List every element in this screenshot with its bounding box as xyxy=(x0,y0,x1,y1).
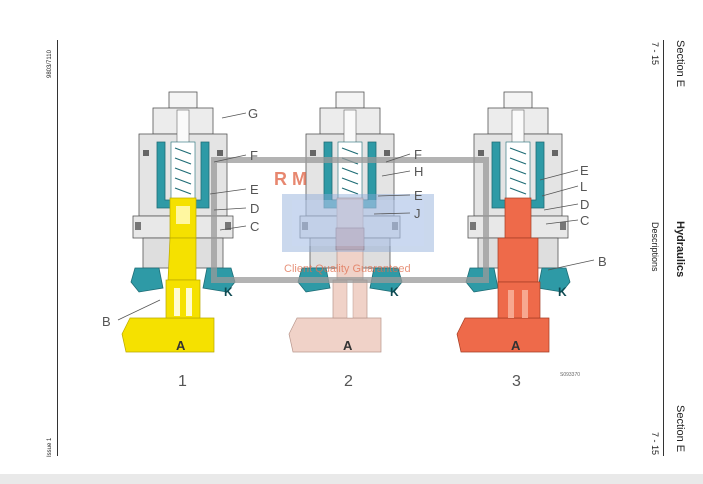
view-number-3: 3 xyxy=(512,373,521,390)
view-numbers: 1 2 3 xyxy=(178,373,521,390)
callout-e-1: E xyxy=(250,182,259,197)
port-a-2: A xyxy=(343,338,353,353)
callout-l: L xyxy=(580,179,587,194)
callout-labels: G F E D C B F H E J E L D C B xyxy=(102,106,607,329)
callout-d-1: D xyxy=(250,201,259,216)
callout-f-1: F xyxy=(250,148,258,163)
callout-c-3: C xyxy=(580,213,589,228)
port-k-2: K xyxy=(390,285,399,299)
callout-j: J xyxy=(414,206,421,221)
callout-h: H xyxy=(414,164,423,179)
page-bottom-strip xyxy=(0,474,703,484)
k-port-labels: K K K xyxy=(224,285,567,299)
left-margin-rule xyxy=(57,40,58,456)
callout-d-3: D xyxy=(580,197,589,212)
port-a-3: A xyxy=(511,338,521,353)
port-k-3: K xyxy=(558,285,567,299)
port-a-1: A xyxy=(176,338,186,353)
a-port-labels: A A A xyxy=(176,338,521,353)
watermark: R M Client Quality Guaranteed xyxy=(211,157,489,283)
callout-b-3: B xyxy=(598,254,607,269)
right-margin-rule xyxy=(663,40,664,456)
valve-view-1 xyxy=(121,91,236,353)
valve-view-3 xyxy=(456,91,571,353)
callout-g: G xyxy=(248,106,258,121)
leader-lines xyxy=(117,112,595,321)
callout-e-2: E xyxy=(414,188,423,203)
callout-e-3: E xyxy=(580,163,589,178)
figure-reference: S093370 xyxy=(560,372,580,378)
view-number-1: 1 xyxy=(178,373,187,390)
view-number-2: 2 xyxy=(344,373,353,390)
callout-b-1: B xyxy=(102,314,111,329)
callout-f-2: F xyxy=(414,147,422,162)
watermark-tagline: Client Quality Guaranteed xyxy=(284,263,411,275)
watermark-brand: R M xyxy=(274,169,307,189)
port-k-1: K xyxy=(224,285,233,299)
valve-view-2 xyxy=(288,91,403,353)
callout-c-1: C xyxy=(250,219,259,234)
